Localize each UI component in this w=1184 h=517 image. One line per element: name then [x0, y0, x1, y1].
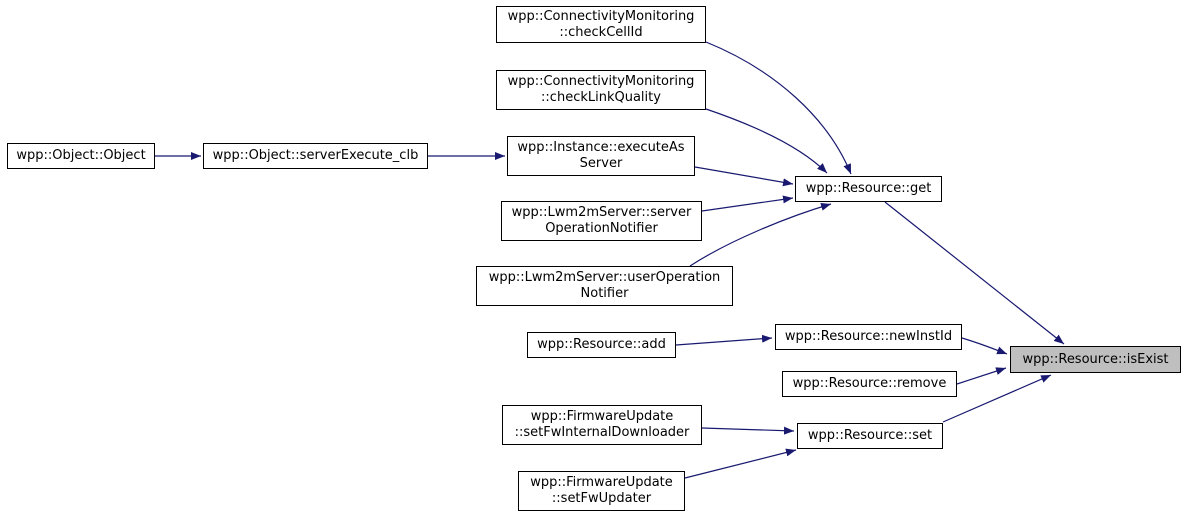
node-label-line: wpp::ConnectivityMonitoring: [507, 74, 695, 89]
edge-resource-remove-to-resource-is-exist: [956, 367, 1007, 385]
node-label-line: ::checkLinkQuality: [541, 90, 661, 105]
edge-execute-as-server-to-resource-get: [694, 166, 794, 187]
edge-resource-new-inst-id-to-resource-is-exist: [961, 337, 1008, 355]
edge-check-link-quality-to-resource-get: [705, 108, 828, 174]
node-label-line: wpp::FirmwareUpdate: [530, 475, 673, 490]
edge-resource-get-to-resource-is-exist: [884, 201, 1065, 345]
node-label-line: wpp::Lwm2mServer::userOperation: [488, 270, 721, 285]
node-label-line: Notifier: [580, 286, 629, 301]
node-label-line: wpp::Lwm2mServer::server: [511, 205, 692, 220]
node-label-line: wpp::Resource::set: [807, 428, 933, 443]
node-label-line: Server: [579, 156, 623, 171]
edge-set-fw-internal-downloader-to-resource-set: [701, 426, 795, 435]
node-label-line: wpp::Resource::newInstId: [784, 329, 953, 344]
edge-user-operation-notifier-to-resource-get: [689, 202, 832, 267]
node-label-line: wpp::Resource::get: [805, 181, 932, 196]
graph-node-check-link-quality[interactable]: wpp::ConnectivityMonitoring::checkLinkQu…: [496, 70, 706, 110]
edge-resource-add-to-resource-new-inst-id: [675, 334, 773, 346]
node-label-line: ::setFwUpdater: [551, 491, 652, 506]
edge-set-fw-updater-to-resource-set: [684, 448, 797, 479]
graph-node-resource-get[interactable]: wpp::Resource::get: [795, 176, 942, 202]
node-label-line: ::setFwInternalDownloader: [514, 425, 690, 440]
edge-check-cell-id-to-resource-get: [705, 41, 852, 175]
graph-node-object-object[interactable]: wpp::Object::Object: [7, 143, 155, 169]
edge-server-operation-notifier-to-resource-get: [701, 195, 794, 212]
node-label-line: wpp::Resource::add: [537, 337, 666, 352]
graph-node-resource-add[interactable]: wpp::Resource::add: [527, 332, 676, 358]
graph-node-set-fw-internal-downloader[interactable]: wpp::FirmwareUpdate::setFwInternalDownlo…: [502, 405, 702, 445]
node-label-line: wpp::Object::serverExecute_clb: [212, 148, 419, 163]
node-label-line: wpp::Object::Object: [16, 148, 146, 163]
node-label-line: wpp::Instance::executeAs: [517, 140, 685, 155]
graph-node-server-execute-clb[interactable]: wpp::Object::serverExecute_clb: [203, 143, 428, 169]
node-label-line: ::checkCellId: [559, 24, 643, 40]
node-label-line: OperationNotifier: [545, 221, 658, 236]
edge-resource-set-to-resource-is-exist: [942, 374, 1052, 423]
node-label-line: wpp::FirmwareUpdate: [530, 409, 674, 424]
graph-node-resource-is-exist[interactable]: wpp::Resource::isExist: [1010, 346, 1181, 373]
node-label-line: wpp::Resource::remove: [792, 376, 947, 391]
node-label-line: wpp::ConnectivityMonitoring: [507, 8, 695, 24]
node-label-line: wpp::Resource::isExist: [1022, 351, 1169, 367]
graph-node-resource-new-inst-id[interactable]: wpp::Resource::newInstId: [775, 324, 962, 350]
graph-node-resource-set[interactable]: wpp::Resource::set: [797, 423, 943, 449]
graph-node-resource-remove[interactable]: wpp::Resource::remove: [782, 371, 957, 397]
graph-node-check-cell-id[interactable]: wpp::ConnectivityMonitoring::checkCellId: [496, 6, 706, 43]
graph-node-set-fw-updater[interactable]: wpp::FirmwareUpdate::setFwUpdater: [518, 471, 685, 511]
